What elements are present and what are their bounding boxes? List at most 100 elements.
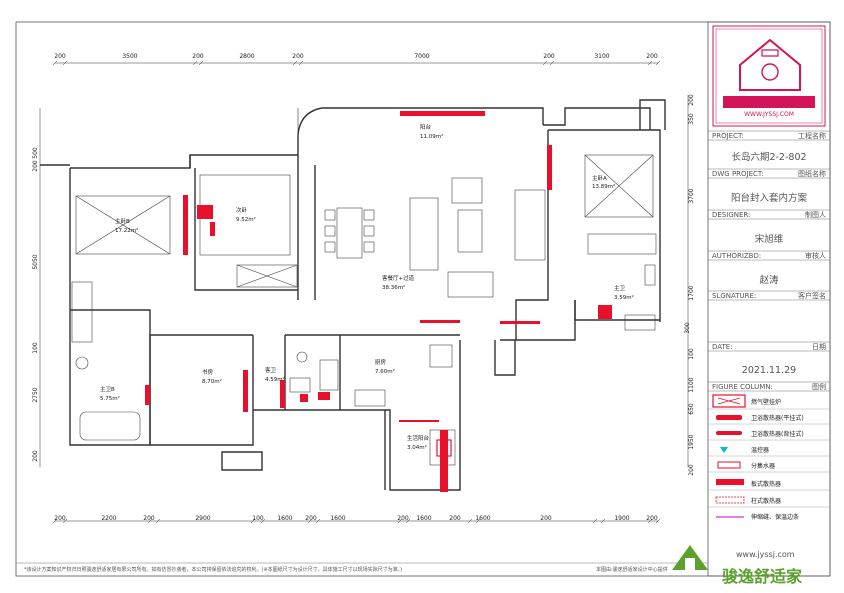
room-area-master-bath: 3.59m²	[614, 294, 634, 301]
toilet-guest	[289, 377, 311, 393]
radiator-study	[243, 370, 248, 412]
dim-top-2: 200	[192, 53, 204, 60]
date-label-cn: 日期	[812, 343, 826, 351]
bed-second	[199, 174, 291, 256]
dim-tick	[647, 60, 653, 66]
dim-tick	[298, 60, 304, 66]
dim-top-4: 200	[292, 53, 304, 60]
dim-top-1: 3500	[122, 53, 137, 60]
left-dimensions: 200 500 5050 100 2750 200	[32, 147, 39, 462]
legend-label-5: 板式散热器	[751, 480, 781, 488]
legend-icon-boiler	[712, 394, 746, 408]
dining-table	[336, 207, 363, 259]
brand-house-icon	[672, 545, 708, 570]
dim-bottom-14: 200	[646, 515, 658, 522]
room-area-balcony: 11.09m²	[420, 133, 443, 140]
basin-bath-b	[75, 356, 89, 370]
project-value: 长岛六期2-2-802	[731, 151, 806, 163]
dim-tick	[250, 518, 256, 524]
logo-url: WWW.JYSSJ.COM	[744, 111, 794, 118]
brand-watermark: www.jyssj.com 骏逸舒适家	[672, 545, 803, 586]
radiator-living-a	[420, 320, 460, 323]
top-dimensions: 200 3500 200 2800 200 7000 200 3100 200	[54, 53, 658, 60]
dim-right-6: 1100	[688, 377, 695, 392]
dim-tick	[292, 60, 298, 66]
bed-master-b	[75, 195, 171, 255]
footer-right: 本图由:骏逸舒适家设计中心提供	[596, 566, 668, 573]
dim-bottom-6: 200	[305, 515, 317, 522]
legend-label-1: 卫浴散热器(平挂式)	[751, 414, 804, 422]
coffee-table	[457, 209, 483, 253]
date-value: 2021.11.29	[742, 365, 796, 376]
dim-tick	[260, 518, 266, 524]
room-name-utility-balcony: 生活阳台	[407, 434, 430, 442]
room-name-study: 书房	[202, 368, 214, 376]
dim-top-8: 200	[646, 53, 658, 60]
dim-tick	[655, 518, 661, 524]
dim-right-1: 350	[688, 113, 695, 125]
legend-label-0: 燃气壁挂炉	[751, 398, 781, 406]
dim-left-4: 2750	[32, 387, 39, 402]
room-area-master-b: 17.22m²	[115, 227, 138, 234]
dim-tick	[307, 518, 313, 524]
room-area-study: 8.70m²	[202, 378, 222, 385]
dim-right-5: 100	[688, 348, 695, 360]
legend-icon-manifold	[717, 461, 741, 469]
legend-icon-bath-flat	[716, 415, 742, 420]
room-name-kitchen: 厨房	[375, 358, 387, 366]
radiator-kitchen	[318, 392, 330, 400]
date-label: DATE:	[712, 343, 733, 351]
dim-tick	[52, 60, 58, 66]
wardrobe-second	[236, 264, 298, 288]
authorized-label: AUTHORIZBD:	[712, 252, 761, 260]
radiator-master-b	[183, 195, 188, 255]
legend-icon-bath-back	[716, 431, 742, 435]
sink	[354, 389, 386, 407]
radiator-balcony-b	[399, 420, 439, 422]
room-name-second: 次卧	[236, 206, 248, 214]
dim-bottom-11: 1600	[475, 515, 490, 522]
dim-tick	[592, 518, 598, 524]
brand-name: 骏逸舒适家	[722, 567, 803, 586]
dwg-value: 阳台封入套内方案	[731, 192, 808, 204]
radiator-bath-b	[145, 385, 150, 405]
radiator-guest-bath	[280, 380, 285, 408]
dim-tick	[315, 518, 321, 524]
legend-label-4: 分集水器	[751, 462, 775, 470]
dim-bottom-10: 200	[449, 515, 461, 522]
room-name-balcony: 阳台	[420, 123, 432, 131]
project-label-cn: 工程名称	[798, 131, 826, 140]
dim-top-3: 2800	[239, 53, 254, 60]
figure-label-cn: 图例	[812, 382, 826, 391]
room-area-living: 38.36m²	[382, 284, 405, 291]
dim-tick	[647, 518, 653, 524]
designer-value: 宋旭维	[755, 233, 784, 245]
radiator-master-bath	[598, 305, 612, 319]
dimension-ticks	[52, 60, 661, 524]
radiator-master-a	[547, 145, 552, 190]
radiator-guest-bath-b	[300, 394, 308, 402]
dim-tick	[155, 518, 161, 524]
dim-right-8: 1950	[688, 434, 695, 449]
radiator-second-b	[210, 222, 215, 236]
radiator-balcony	[400, 111, 485, 116]
dim-tick	[405, 518, 411, 524]
wardrobe-left	[71, 281, 93, 343]
walls	[40, 99, 666, 491]
legend: 燃气壁挂炉 卫浴散热器(平挂式) 卫浴散热器(背挂式) 温控器 分集水器 板式散…	[708, 394, 830, 521]
dim-bottom-1: 2200	[101, 515, 116, 522]
room-name-master-b: 主卧B	[115, 217, 130, 225]
legend-label-3: 温控器	[751, 446, 769, 454]
dim-bottom-5: 1600	[277, 515, 292, 522]
logo-frame	[712, 25, 826, 127]
dimension-lines	[39, 62, 689, 522]
dwg-label: DWG PROJECT:	[712, 170, 764, 178]
room-area-kitchen: 7.60m²	[375, 368, 395, 375]
legend-label-6: 柱式散热器	[751, 497, 781, 505]
dim-tick	[600, 518, 606, 524]
dim-right-4: 300	[684, 322, 691, 334]
dim-tick	[62, 518, 68, 524]
bottom-dimensions: 200 2200 200 2900 100 1600 200 1600 200 …	[54, 515, 658, 522]
brand-url: www.jyssj.com	[736, 550, 795, 559]
